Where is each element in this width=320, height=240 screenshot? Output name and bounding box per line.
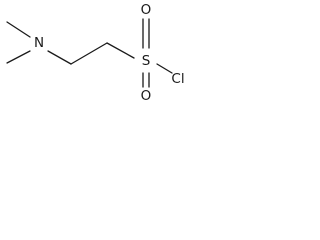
bond-ch2-ch2 bbox=[70, 42, 108, 65]
atom-nitrogen: N bbox=[34, 35, 44, 51]
atom-oxygen-bottom: O bbox=[141, 88, 152, 104]
bond-methyl-upper-n bbox=[6, 21, 31, 38]
atom-sulfur: S bbox=[142, 53, 151, 69]
bond-methyl-lower-n bbox=[6, 50, 31, 64]
bond-s-cl bbox=[156, 63, 173, 74]
bond-n-ch2 bbox=[47, 50, 72, 65]
atom-oxygen-top: O bbox=[141, 2, 152, 18]
structure-diagram: N S O O Cl bbox=[6, 2, 185, 104]
bond-ch2-s bbox=[106, 42, 135, 59]
atom-chlorine: Cl bbox=[171, 71, 184, 87]
